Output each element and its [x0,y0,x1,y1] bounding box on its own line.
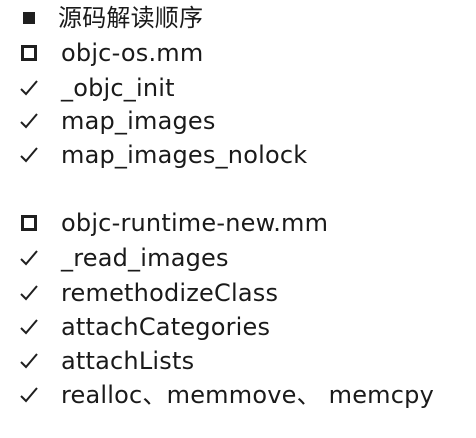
item-label: map_images [61,107,216,135]
list-item: remethodizeClass [0,276,476,310]
checkmark-icon [18,77,40,99]
item-label: attachCategories [61,313,271,341]
file-name: objc-runtime-new.mm [61,209,329,237]
checkmark-icon [18,316,40,338]
item-label: attachLists [61,347,195,375]
checkmark-icon [18,110,40,132]
list-item: attachCategories [0,310,476,344]
list-item: map_images [0,104,476,138]
hollow-square-icon [18,42,40,64]
list-item: _read_images [0,241,476,275]
file-row-objc-runtime-new: objc-runtime-new.mm [0,206,476,240]
title-row: 源码解读顺序 [0,1,476,35]
item-label: realloc、memmove、 memcpy [61,381,434,409]
checkmark-icon [18,247,40,269]
list-item: attachLists [0,344,476,378]
item-label: _objc_init [61,74,175,102]
page-title: 源码解读顺序 [58,4,204,32]
item-label: remethodizeClass [61,279,279,307]
filled-square-icon [18,7,40,29]
item-label: map_images_nolock [61,141,308,169]
file-name: objc-os.mm [61,39,204,67]
checkmark-icon [18,384,40,406]
hollow-square-icon [18,212,40,234]
file-row-objc-os: objc-os.mm [0,36,476,70]
list-item: realloc、memmove、 memcpy [0,378,476,412]
item-label: _read_images [61,244,229,272]
checkmark-icon [18,144,40,166]
checkmark-icon [18,350,40,372]
checkmark-icon [18,282,40,304]
list-item: _objc_init [0,71,476,105]
list-item: map_images_nolock [0,138,476,172]
